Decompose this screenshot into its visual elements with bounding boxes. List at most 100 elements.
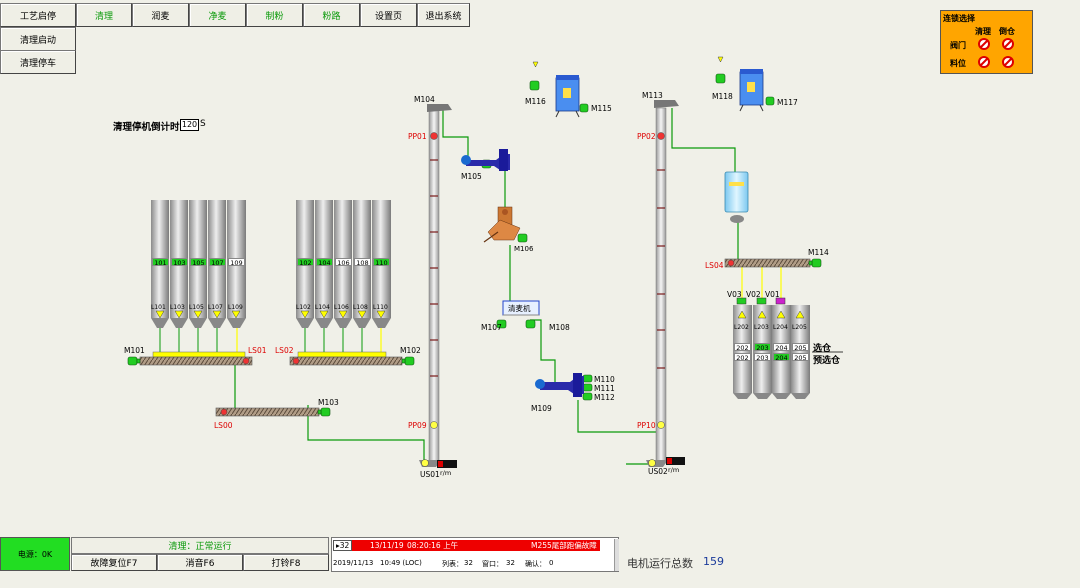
wheat-cleaner bbox=[502, 300, 540, 316]
bin-select-label[interactable]: 204 bbox=[773, 343, 790, 352]
screw-conveyor-m101 bbox=[139, 356, 253, 366]
silence-button[interactable]: 消音F6 bbox=[157, 554, 243, 571]
bin-select-label[interactable]: 203 bbox=[754, 343, 771, 352]
motor-icon bbox=[317, 407, 331, 417]
sensor-label-ls02: LS02 bbox=[275, 346, 294, 355]
level-label: L101 bbox=[151, 304, 166, 311]
bin-preselect-label[interactable]: 205 bbox=[792, 353, 809, 362]
level-label: L205 bbox=[792, 324, 807, 331]
bin-preselect-label[interactable]: 204 bbox=[773, 353, 790, 362]
silo-label: 107 bbox=[209, 258, 226, 267]
motor-label-m112: M112 bbox=[594, 393, 615, 402]
interlock-col-transfer: 倒仓 bbox=[999, 27, 1015, 36]
motor-label-m108: M108 bbox=[549, 323, 570, 332]
speed-unit: r/m bbox=[668, 466, 680, 474]
level-label: L109 bbox=[228, 304, 243, 311]
motor-label-m117: M117 bbox=[777, 98, 798, 107]
menu-label: 退出系统 bbox=[425, 11, 462, 22]
silo-label: 109 bbox=[228, 258, 245, 267]
sensor-label-pp09: PP09 bbox=[408, 421, 427, 430]
level-label: L104 bbox=[315, 304, 330, 311]
level-label: L106 bbox=[334, 304, 349, 311]
menu-clean-wheat[interactable]: 净麦 bbox=[189, 3, 246, 27]
motor-label-m116: M116 bbox=[525, 97, 546, 106]
window-label: 窗口： bbox=[482, 560, 503, 568]
scale-hopper bbox=[724, 171, 749, 223]
menu-dampening[interactable]: 润麦 bbox=[132, 3, 189, 27]
motor-icon bbox=[582, 383, 593, 392]
alarm-count-box[interactable]: ▸32 bbox=[333, 540, 352, 551]
countdown-label: 清理停机倒计时 bbox=[113, 122, 180, 133]
interlock-title: 连锁选择 bbox=[943, 14, 975, 23]
bucket-elevator-left bbox=[419, 104, 452, 467]
motor-icon bbox=[582, 392, 593, 401]
silo-label: 104 bbox=[316, 258, 333, 267]
motor-label-m111: M111 bbox=[594, 384, 615, 393]
bin-preselect-label[interactable]: 203 bbox=[754, 353, 771, 362]
prohibited-icon[interactable] bbox=[1002, 56, 1014, 68]
interlock-col-clean: 清理 bbox=[975, 27, 991, 36]
bin-select-label[interactable]: 205 bbox=[792, 343, 809, 352]
menu-process-start-stop[interactable]: 工艺启停 bbox=[0, 3, 76, 27]
sensor-label-ls01: LS01 bbox=[248, 346, 267, 355]
bin-preselect-label[interactable]: 202 bbox=[734, 353, 751, 362]
silo-label: 110 bbox=[373, 258, 390, 267]
level-label: L108 bbox=[353, 304, 368, 311]
play-icon: ▸ bbox=[336, 541, 340, 550]
menu-label: 工艺启停 bbox=[19, 11, 56, 22]
menu-label: 润麦 bbox=[151, 11, 170, 22]
level-label: L105 bbox=[189, 304, 204, 311]
status-date: 2019/11/13 bbox=[333, 559, 374, 567]
menu-milling[interactable]: 制粉 bbox=[246, 3, 303, 27]
list-label: 列表： bbox=[442, 560, 463, 568]
screw-conveyor-m102 bbox=[289, 356, 403, 366]
level-label: L107 bbox=[208, 304, 223, 311]
cleaning-stop-button[interactable]: 清理停车 bbox=[0, 50, 76, 74]
motor-label-m109: M109 bbox=[531, 404, 552, 413]
sensor-label-pp01: PP01 bbox=[408, 132, 427, 141]
window-value: 32 bbox=[506, 559, 515, 567]
confirm-label: 确认： bbox=[525, 560, 546, 568]
confirm-value: 0 bbox=[549, 559, 554, 567]
sensor-label-us01: US01 bbox=[420, 470, 440, 479]
button-label: 清理启动 bbox=[19, 35, 56, 46]
motor-total-value: 159 bbox=[703, 555, 724, 568]
ring-bell-button[interactable]: 打铃F8 bbox=[243, 554, 329, 571]
button-label: 消音F6 bbox=[185, 559, 215, 569]
level-label: L204 bbox=[773, 324, 788, 331]
menu-label: 设置页 bbox=[374, 11, 402, 22]
alarm-count: 32 bbox=[339, 541, 350, 550]
motor-label-m113: M113 bbox=[642, 91, 663, 100]
bin-select-title: 选仓 bbox=[813, 344, 832, 354]
alarm-date: 13/11/19 bbox=[370, 541, 404, 550]
motor-total-label: 电机运行总数 bbox=[627, 557, 693, 570]
motor-icon bbox=[525, 319, 536, 329]
prohibited-icon[interactable] bbox=[978, 56, 990, 68]
level-label: L103 bbox=[170, 304, 185, 311]
countdown-unit: S bbox=[200, 119, 206, 129]
prohibited-icon[interactable] bbox=[1002, 38, 1014, 50]
silo-label: 108 bbox=[354, 258, 371, 267]
alarm-scrollbar[interactable] bbox=[614, 539, 619, 571]
motor-label-m110: M110 bbox=[594, 375, 615, 384]
motor-icon bbox=[765, 96, 775, 106]
menu-exit[interactable]: 退出系统 bbox=[417, 3, 470, 27]
menu-cleaning[interactable]: 清理 bbox=[76, 3, 132, 27]
menu-flour-path[interactable]: 粉路 bbox=[303, 3, 360, 27]
speed-unit: r/m bbox=[440, 469, 452, 477]
menu-label: 制粉 bbox=[265, 11, 284, 22]
separator-m109 bbox=[535, 373, 584, 397]
silo-label: 106 bbox=[335, 258, 352, 267]
prohibited-icon[interactable] bbox=[978, 38, 990, 50]
bin-preselect-title: 预选仓 bbox=[813, 356, 841, 366]
fault-reset-button[interactable]: 故障复位F7 bbox=[71, 554, 157, 571]
menu-settings[interactable]: 设置页 bbox=[360, 3, 417, 27]
motor-icon bbox=[808, 258, 822, 268]
silo-label: 105 bbox=[190, 258, 207, 267]
motor-label-m118: M118 bbox=[712, 92, 733, 101]
alarm-row[interactable]: 13/11/19 08:20:16 上午 M255尾部跑偏故障 bbox=[352, 540, 600, 551]
scourer-m106 bbox=[483, 206, 521, 243]
bin-select-label[interactable]: 202 bbox=[734, 343, 751, 352]
countdown-value[interactable]: 120 bbox=[180, 119, 199, 131]
motor-label-m115: M115 bbox=[591, 104, 612, 113]
